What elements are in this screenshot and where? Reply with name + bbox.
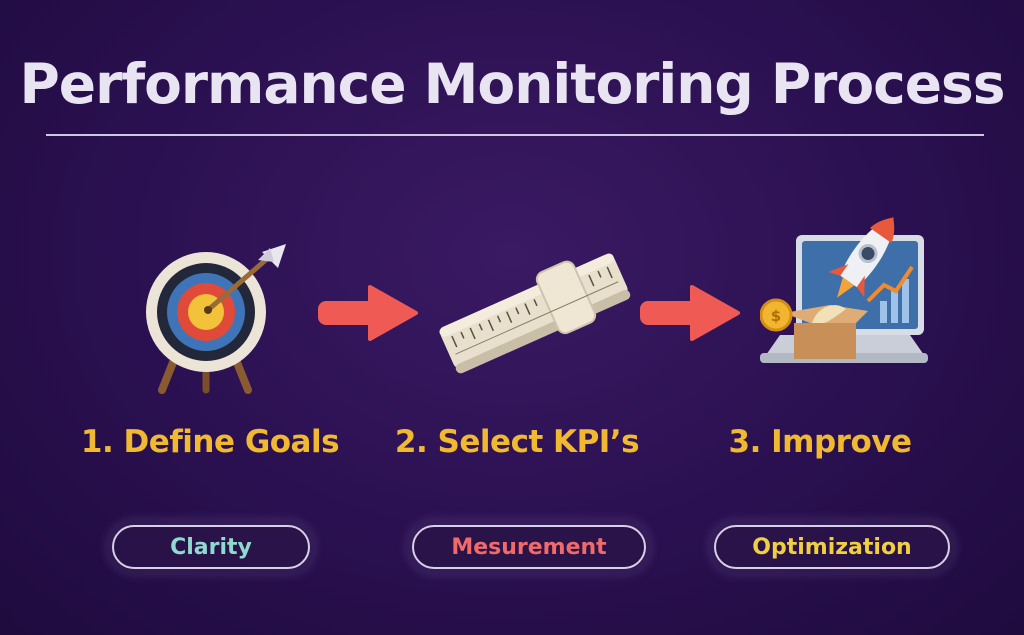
pill-optimization-wrap: Optimization [708, 519, 956, 575]
title-divider [46, 134, 984, 136]
pill-optimization: Optimization [714, 525, 950, 569]
pill-mesurement: Mesurement [412, 525, 646, 569]
pill-clarity-wrap: Clarity [106, 519, 316, 575]
pill-mesurement-wrap: Mesurement [406, 519, 652, 575]
ruler-icon [439, 253, 631, 374]
step-label-improve: 3. Improve [728, 424, 912, 460]
pill-clarity: Clarity [112, 525, 310, 569]
arrow-right-icon [318, 285, 418, 341]
page-title: Performance Monitoring Process [19, 52, 1005, 116]
rocket-laptop-icon: $ [760, 217, 928, 363]
svg-text:$: $ [771, 307, 781, 325]
target-icon [146, 244, 286, 394]
step-label-select-kpis: 2. Select KPI’s [394, 424, 640, 460]
arrow-right-icon [640, 285, 740, 341]
step-label-define-goals: 1. Define Goals [80, 424, 340, 460]
